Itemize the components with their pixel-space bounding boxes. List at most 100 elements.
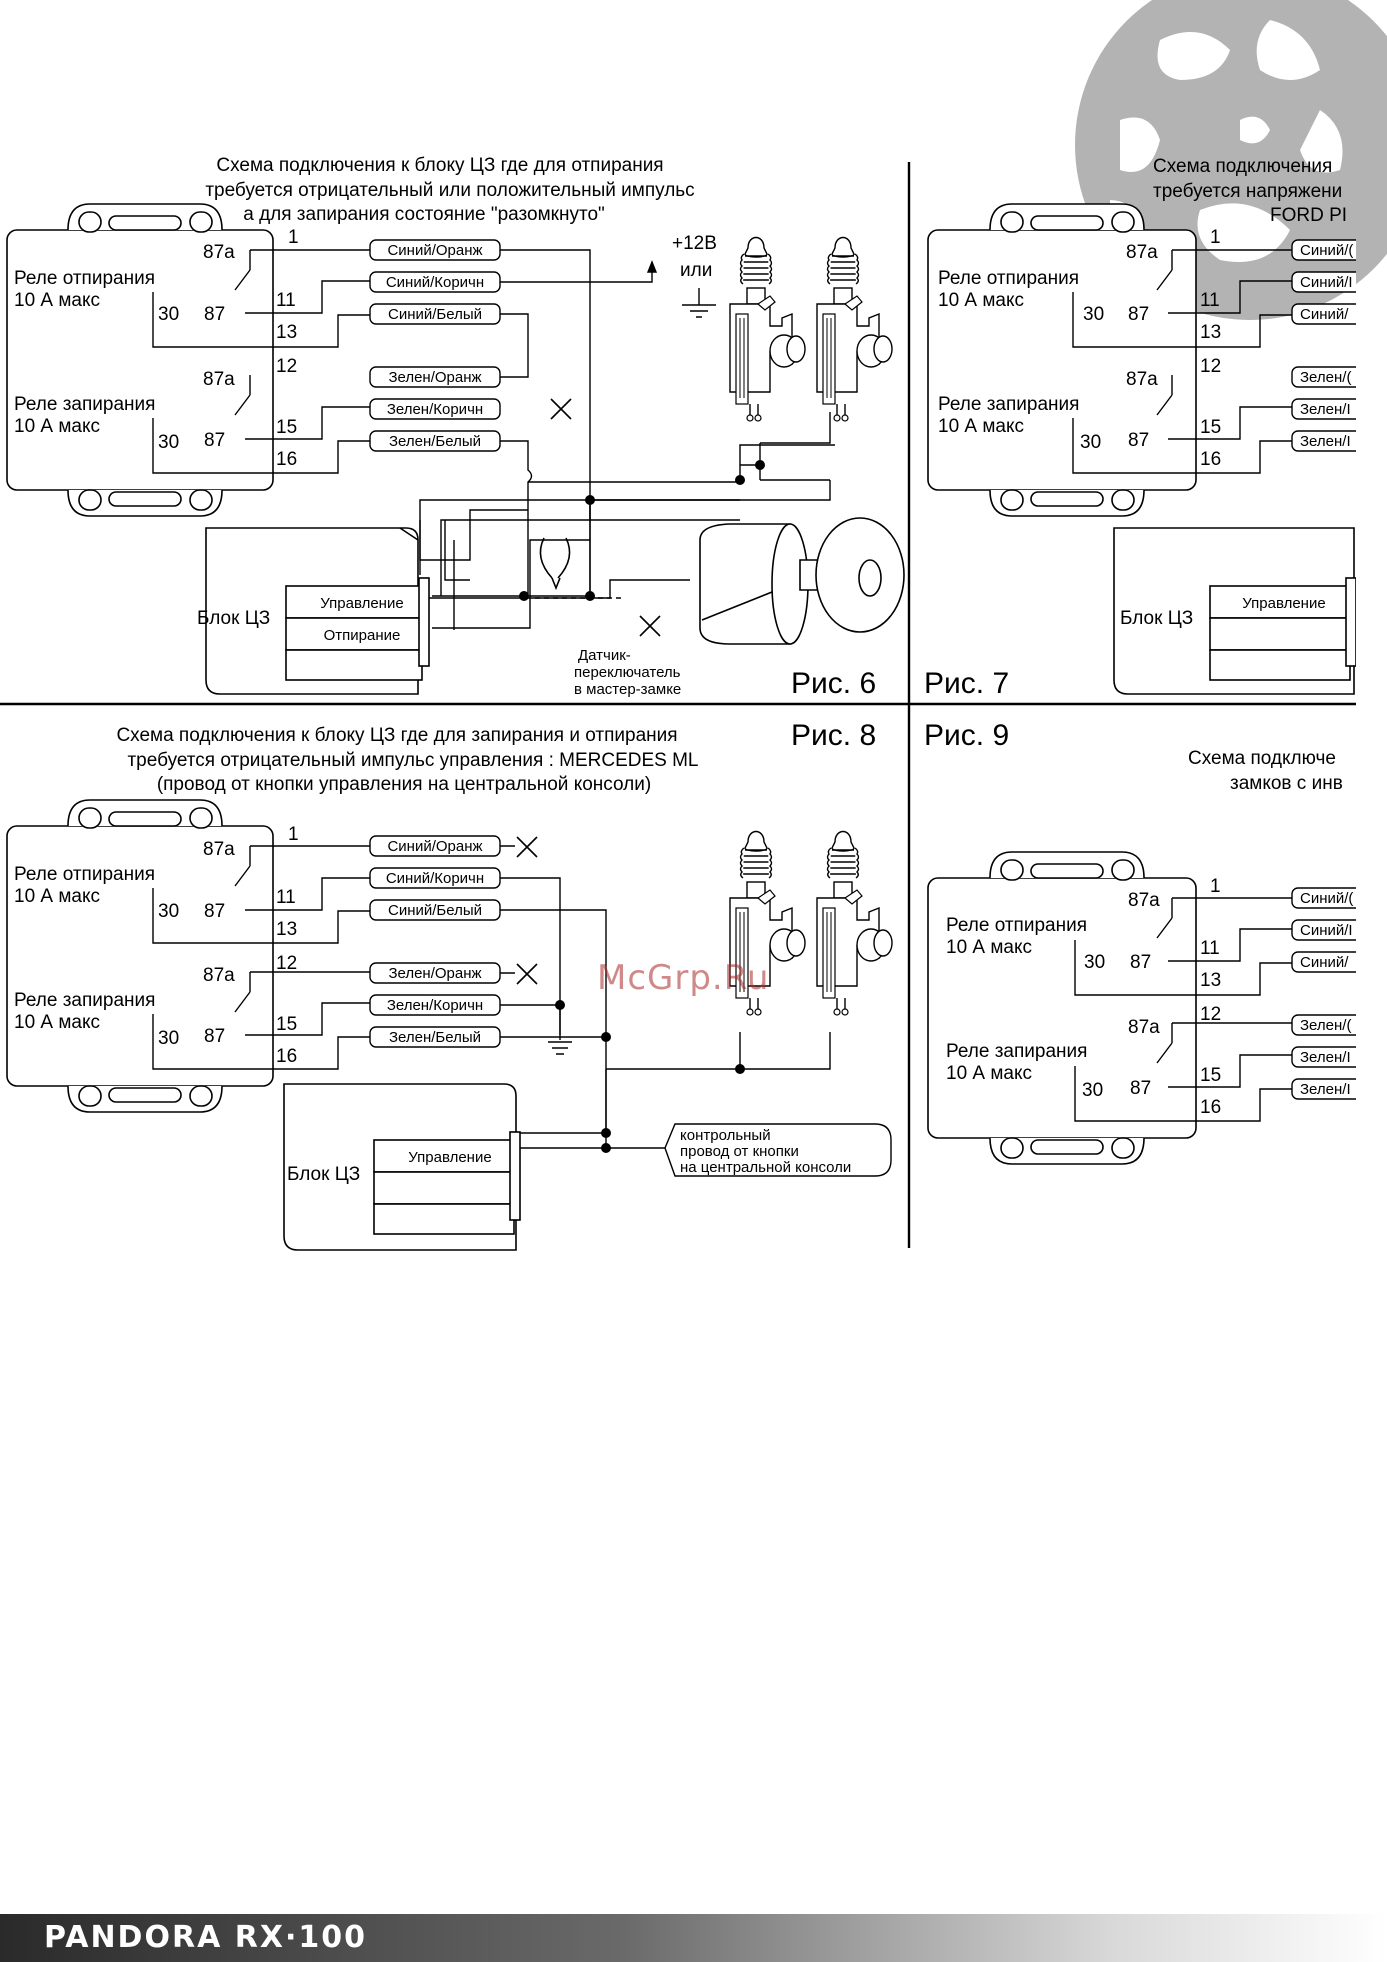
- figure-9: Схема подключе замков с инв Реле отпиран…: [927, 748, 1356, 1165]
- wire-cutter-icon: [535, 537, 625, 599]
- fig9-title-line2: замков с инв: [1230, 773, 1343, 794]
- svg-text:87a: 87a: [1128, 1017, 1160, 1038]
- cz-row-control: Управление: [320, 595, 403, 612]
- fig6-label: Рис. 6: [791, 667, 876, 700]
- fig8-cz-block-label: Блок ЦЗ: [287, 1164, 360, 1185]
- svg-text:87a: 87a: [203, 369, 235, 390]
- svg-text:Зелен/Оранж: Зелен/Оранж: [388, 369, 481, 386]
- svg-text:Синий/: Синий/: [1300, 306, 1349, 323]
- fig7-label: Рис. 7: [924, 667, 1009, 700]
- cz-block: [205, 527, 430, 695]
- svg-text:Синий/I: Синий/I: [1300, 922, 1353, 939]
- fig8-cz-row-control: Управление: [408, 1149, 491, 1166]
- sensor-label-3: в мастер-замке: [574, 681, 681, 698]
- svg-text:12: 12: [1200, 1004, 1221, 1025]
- fig7-relay-lock-rating: 10 А макс: [938, 416, 1024, 437]
- svg-text:13: 13: [1200, 970, 1221, 991]
- svg-text:87: 87: [204, 304, 225, 325]
- fig8-title-line2: требуется отрицательный импульс управлен…: [127, 750, 698, 771]
- svg-text:30: 30: [158, 901, 179, 922]
- fig9-label: Рис. 9: [924, 719, 1009, 752]
- svg-text:Зелен/I: Зелен/I: [1300, 1081, 1351, 1098]
- fig6-junctions: [519, 460, 765, 601]
- svg-text:87a: 87a: [1126, 242, 1158, 263]
- fig6-wiring: [419, 249, 835, 599]
- svg-text:11: 11: [276, 290, 296, 311]
- relay-module: [6, 203, 274, 517]
- svg-text:87: 87: [204, 1026, 225, 1047]
- fig8-relay-unlock-label: Реле отпирания: [14, 864, 155, 885]
- svg-text:Синий/(: Синий/(: [1300, 890, 1353, 907]
- power-plus12v: +12В: [672, 233, 717, 254]
- fig7-cz-block-label: Блок ЦЗ: [1120, 608, 1193, 629]
- fig9-relay-lock-label: Реле запирания: [946, 1041, 1087, 1062]
- fig9-relay-unlock-label: Реле отпирания: [946, 915, 1087, 936]
- svg-text:87a: 87a: [1128, 890, 1160, 911]
- relay-contacts: [152, 249, 375, 474]
- svg-text:30: 30: [1080, 432, 1101, 453]
- svg-text:Синий/I: Синий/I: [1300, 274, 1353, 291]
- svg-text:87a: 87a: [1126, 369, 1158, 390]
- svg-text:16: 16: [276, 449, 297, 470]
- wire-color-labels: Синий/Оранж Синий/Коричн Синий/Белый Зел…: [369, 239, 501, 452]
- svg-text:Синий/: Синий/: [1300, 954, 1349, 971]
- svg-text:12: 12: [1200, 356, 1221, 377]
- svg-text:11: 11: [1200, 290, 1220, 311]
- svg-text:87a: 87a: [203, 839, 235, 860]
- svg-text:Зелен/I: Зелен/I: [1300, 1049, 1351, 1066]
- svg-text:Зелен/I: Зелен/I: [1300, 401, 1351, 418]
- svg-text:Синий/Коричн: Синий/Коричн: [386, 870, 484, 887]
- fig9-title-line1: Схема подключе: [1188, 748, 1336, 769]
- sensor-label-1: Датчик-: [578, 647, 631, 664]
- svg-text:Синий/(: Синий/(: [1300, 242, 1353, 259]
- svg-text:Зелен/(: Зелен/(: [1300, 369, 1351, 386]
- svg-text:12: 12: [276, 356, 297, 377]
- svg-text:Зелен/I: Зелен/I: [1300, 433, 1351, 450]
- cz-block-label: Блок ЦЗ: [197, 608, 270, 629]
- svg-text:Синий/Белый: Синий/Белый: [388, 306, 482, 323]
- svg-text:30: 30: [158, 304, 179, 325]
- fig7-title-line2: требуется напряжени: [1153, 181, 1342, 202]
- relay-lock-label: Реле запирания: [14, 394, 155, 415]
- fig8-relay-lock-rating: 10 А макс: [14, 1012, 100, 1033]
- relay-lock-rating: 10 А макс: [14, 416, 100, 437]
- cz-row-unlock: Отпирание: [324, 627, 401, 644]
- fig8-relay-lock-label: Реле запирания: [14, 990, 155, 1011]
- fig7-relay-unlock-label: Реле отпирания: [938, 268, 1079, 289]
- svg-text:Зелен/Оранж: Зелен/Оранж: [388, 965, 481, 982]
- fig7-title-line1: Схема подключения: [1153, 156, 1332, 177]
- control-wire-callout: контрольный провод от кнопки на централь…: [664, 1123, 892, 1177]
- fig7-title-line3: FORD PI: [1270, 205, 1347, 226]
- svg-text:30: 30: [1082, 1080, 1103, 1101]
- svg-text:Зелен/Коричн: Зелен/Коричн: [387, 401, 483, 418]
- sensor-label-2: переключатель: [574, 664, 681, 681]
- svg-text:87: 87: [1128, 304, 1149, 325]
- fig6-bus: [432, 519, 740, 630]
- fig7-relay-unlock-rating: 10 А макс: [938, 290, 1024, 311]
- svg-text:15: 15: [276, 417, 297, 438]
- svg-text:30: 30: [1084, 952, 1105, 973]
- svg-text:13: 13: [1200, 322, 1221, 343]
- relay-unlock-rating: 10 А макс: [14, 290, 100, 311]
- svg-text:87: 87: [204, 901, 225, 922]
- svg-text:провод от кнопки: провод от кнопки: [680, 1143, 799, 1160]
- svg-text:15: 15: [1200, 417, 1221, 438]
- fig8-title-line3: (провод от кнопки управления на централь…: [157, 774, 651, 795]
- svg-text:15: 15: [276, 1014, 297, 1035]
- fig9-relay-unlock-rating: 10 А макс: [946, 937, 1032, 958]
- fig8-title-line1: Схема подключения к блоку ЦЗ где для зап…: [116, 725, 677, 746]
- svg-text:15: 15: [1200, 1065, 1221, 1086]
- svg-text:1: 1: [1210, 227, 1221, 248]
- svg-text:Зелен/Коричн: Зелен/Коричн: [387, 997, 483, 1014]
- door-lock-actuator-icon: [729, 236, 893, 422]
- figure-6: Схема подключения к блоку ЦЗ где для отп…: [6, 155, 905, 700]
- svg-text:30: 30: [158, 1028, 179, 1049]
- fig6-cross-marks: [550, 398, 661, 637]
- svg-text:1: 1: [288, 227, 299, 248]
- svg-text:Зелен/Белый: Зелен/Белый: [389, 1029, 481, 1046]
- fig6-title-line3: а для запирания состояние "разомкнуто": [243, 204, 605, 225]
- fig8-relay-unlock-rating: 10 А макс: [14, 886, 100, 907]
- svg-text:1: 1: [1210, 876, 1221, 897]
- svg-text:Зелен/Белый: Зелен/Белый: [389, 433, 481, 450]
